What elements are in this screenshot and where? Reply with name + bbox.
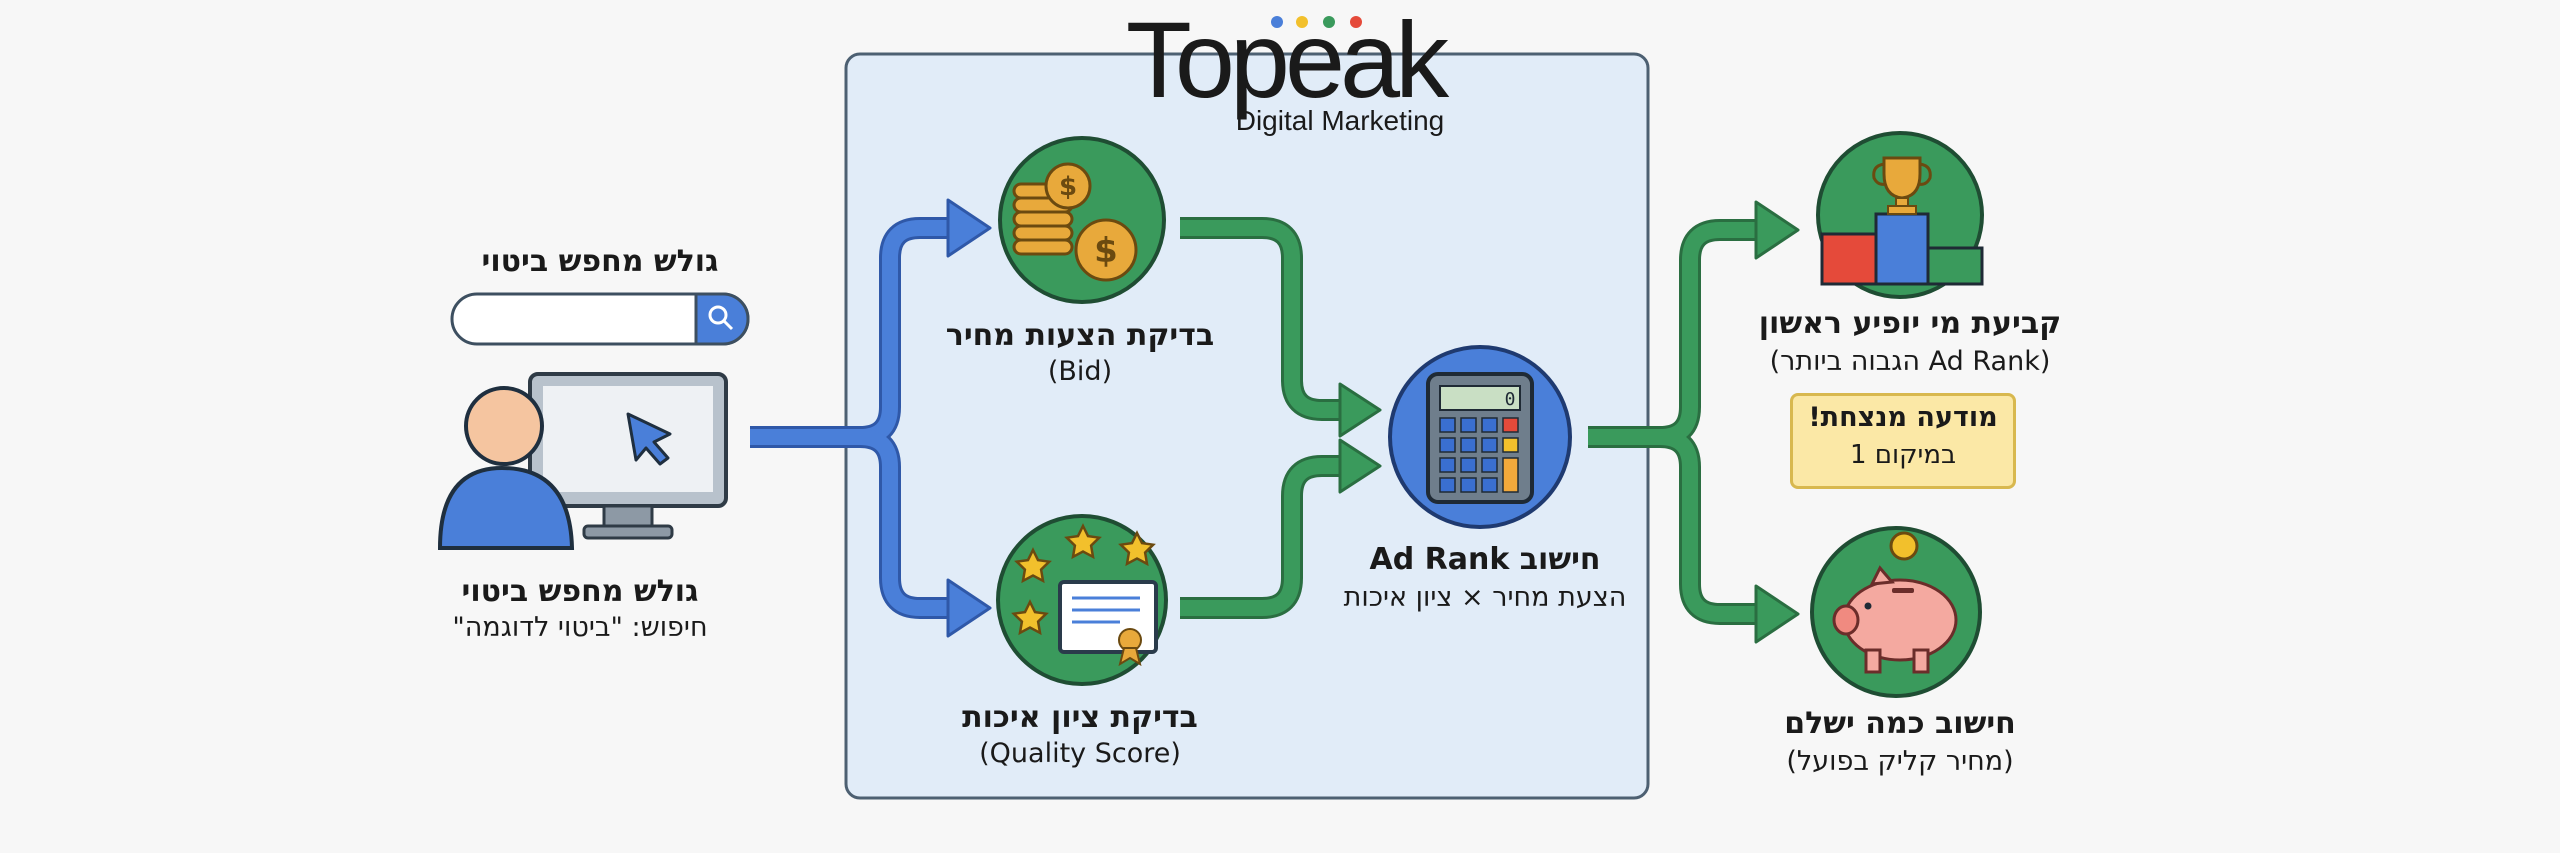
adrank-title: חישוב Ad Rank bbox=[1369, 542, 1601, 577]
winner-badge-sub: במיקום 1 bbox=[1849, 440, 1957, 470]
winner-sub: (Ad Rank הגבוה ביותר) bbox=[1769, 346, 2051, 377]
star-icons bbox=[1011, 523, 1156, 636]
search-icon bbox=[708, 305, 734, 331]
payment-title: חישוב כמה ישלם bbox=[1784, 706, 2016, 741]
blue-arrows bbox=[750, 198, 992, 638]
logo-title: Topeak bbox=[1125, 0, 1449, 120]
logo-subtitle: Digital Marketing bbox=[1235, 105, 1445, 136]
quality-title: בדיקת ציון איכות bbox=[962, 700, 1198, 735]
user-icon bbox=[437, 386, 575, 550]
logo-dots bbox=[1271, 16, 1362, 28]
winner-badge bbox=[1790, 393, 2016, 489]
trophy-icon bbox=[1816, 131, 1984, 299]
payment-sub: (מחיר קליק בפועל) bbox=[1786, 746, 2014, 777]
cursor-icon bbox=[626, 412, 672, 466]
svg-text:0: 0 bbox=[1505, 389, 1516, 410]
user-title: גולש מחפש ביטוי bbox=[461, 574, 699, 609]
green-arrows-in bbox=[1180, 217, 1382, 619]
coins-icon: $ $ bbox=[998, 136, 1166, 304]
svg-text:$: $ bbox=[1059, 172, 1077, 202]
search-bar bbox=[450, 292, 750, 346]
quality-sub: (Quality Score) bbox=[979, 738, 1181, 769]
adrank-sub: הצעת מחיר × ציון איכות bbox=[1343, 582, 1627, 613]
calculator-icon: 0 bbox=[1388, 345, 1572, 529]
monitor-icon bbox=[528, 372, 728, 540]
bid-sub: (Bid) bbox=[1047, 356, 1113, 387]
winner-title: קביעת מי יופיע ראשון bbox=[1758, 306, 2062, 341]
bid-title: בדיקת הצעות מחיר bbox=[945, 318, 1215, 353]
certificate-icon bbox=[996, 514, 1168, 686]
green-arrows-out bbox=[1588, 200, 1800, 644]
piggy-bank-icon bbox=[1810, 526, 1982, 698]
svg-text:$: $ bbox=[1094, 231, 1118, 271]
winner-badge-title: מודעה מנצחת! bbox=[1808, 402, 1998, 433]
ribbon-icon bbox=[1118, 647, 1142, 667]
user-query: חיפוש: "ביטוי לדוגמה" bbox=[452, 612, 708, 643]
search-label: גולש מחפש ביטוי bbox=[481, 244, 719, 279]
